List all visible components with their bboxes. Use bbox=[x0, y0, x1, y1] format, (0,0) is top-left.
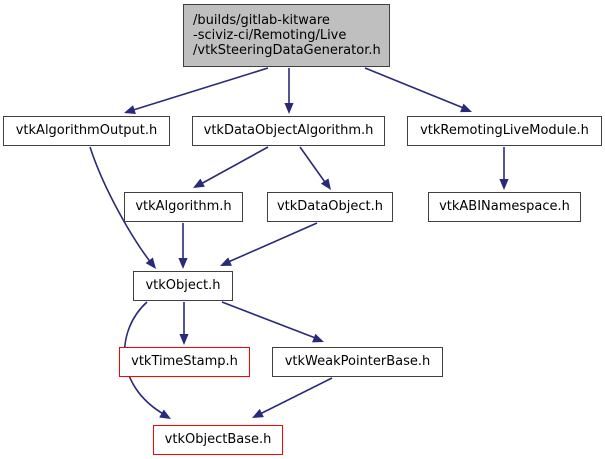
edge-root-to-vtkRemotingLiveModule bbox=[364, 67, 467, 110]
node-vtkDataObject-label: vtkDataObject.h bbox=[276, 199, 384, 215]
node-vtkObject-label: vtkObject.h bbox=[145, 278, 221, 294]
node-root[interactable]: /builds/gitlab-kitware-sciviz-ci/Remotin… bbox=[183, 4, 390, 67]
node-vtkObject[interactable]: vtkObject.h bbox=[133, 271, 233, 301]
node-vtkDataObject[interactable]: vtkDataObject.h bbox=[267, 192, 393, 222]
edge-root-to-vtkRemotingLiveModule-arrowhead bbox=[460, 103, 472, 113]
node-root-line-2: /vtkSteeringDataGenerator.h bbox=[193, 43, 381, 59]
node-vtkWeakPointerBase[interactable]: vtkWeakPointerBase.h bbox=[272, 347, 443, 377]
edge-vtkRemotingLiveModule-to-vtkABINamespace-arrowhead bbox=[499, 179, 509, 190]
node-root-line-0: /builds/gitlab-kitware bbox=[193, 12, 330, 28]
edge-vtkDataObject-to-vtkObject bbox=[225, 222, 318, 264]
node-vtkTimeStamp-label: vtkTimeStamp.h bbox=[131, 354, 238, 370]
edge-vtkDataObjectAlgorithm-to-vtkDataObject bbox=[299, 146, 328, 186]
node-vtkABINamespace-label: vtkABINamespace.h bbox=[439, 199, 570, 215]
edge-vtkObject-to-vtkTimeStamp-arrowhead bbox=[179, 334, 189, 345]
edge-vtkWeakPointerBase-to-vtkObjectBase bbox=[257, 377, 333, 416]
node-vtkDataObjectAlgorithm-label: vtkDataObjectAlgorithm.h bbox=[203, 123, 374, 139]
node-vtkWeakPointerBase-label: vtkWeakPointerBase.h bbox=[284, 354, 431, 370]
edge-root-to-vtkAlgorithmOutput-arrowhead bbox=[124, 105, 136, 114]
edge-vtkAlgorithmOutput-to-vtkObject-arrowhead bbox=[145, 257, 156, 269]
edge-vtkWeakPointerBase-to-vtkObjectBase-arrowhead bbox=[252, 408, 264, 418]
node-vtkABINamespace[interactable]: vtkABINamespace.h bbox=[428, 192, 581, 222]
edge-vtkDataObjectAlgorithm-to-vtkDataObject-arrowhead bbox=[320, 178, 331, 190]
node-vtkAlgorithmOutput-label: vtkAlgorithmOutput.h bbox=[15, 123, 158, 139]
edge-root-to-vtkDataObjectAlgorithm-arrowhead bbox=[284, 103, 294, 114]
edge-vtkDataObjectAlgorithm-to-vtkAlgorithm bbox=[198, 146, 269, 186]
edge-vtkObject-to-vtkWeakPointerBase-arrowhead bbox=[312, 333, 324, 343]
edge-vtkAlgorithm-to-vtkObject-arrowhead bbox=[178, 258, 188, 269]
node-vtkObjectBase-label: vtkObjectBase.h bbox=[164, 432, 272, 448]
node-vtkRemotingLiveModule[interactable]: vtkRemotingLiveModule.h bbox=[407, 116, 602, 146]
edge-vtkDataObject-to-vtkObject-arrowhead bbox=[220, 257, 232, 266]
edge-vtkObject-to-vtkObjectBase-arrowhead bbox=[159, 409, 171, 419]
node-vtkDataObjectAlgorithm[interactable]: vtkDataObjectAlgorithm.h bbox=[192, 116, 385, 146]
node-vtkTimeStamp[interactable]: vtkTimeStamp.h bbox=[119, 347, 250, 377]
node-vtkRemotingLiveModule-label: vtkRemotingLiveModule.h bbox=[420, 123, 589, 139]
edge-vtkDataObjectAlgorithm-to-vtkAlgorithm-arrowhead bbox=[193, 178, 205, 188]
node-vtkAlgorithm-label: vtkAlgorithm.h bbox=[135, 199, 232, 215]
node-vtkObjectBase[interactable]: vtkObjectBase.h bbox=[153, 425, 283, 455]
edge-vtkAlgorithmOutput-to-vtkObject bbox=[89, 146, 153, 265]
edge-root-to-vtkAlgorithmOutput bbox=[129, 67, 269, 112]
edge-vtkObject-to-vtkWeakPointerBase bbox=[221, 301, 319, 340]
node-vtkAlgorithm[interactable]: vtkAlgorithm.h bbox=[124, 192, 243, 222]
node-vtkAlgorithmOutput[interactable]: vtkAlgorithmOutput.h bbox=[3, 116, 170, 146]
node-root-line-1: -sciviz-ci/Remoting/Live bbox=[193, 27, 347, 43]
